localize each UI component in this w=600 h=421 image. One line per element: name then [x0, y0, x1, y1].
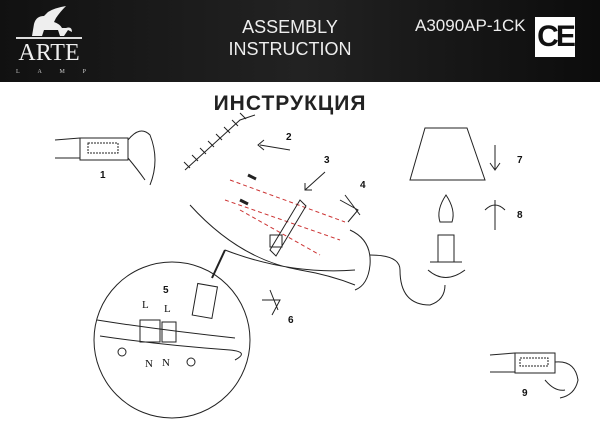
instruction-heading: ИНСТРУКЦИЯ — [213, 92, 367, 115]
junction-box — [191, 282, 219, 320]
step-1-label: 1 — [100, 170, 106, 181]
step-8-label: 8 — [517, 210, 523, 221]
ground-icon — [186, 357, 196, 367]
brand-sub-letter: L — [16, 69, 20, 75]
mounting-plate — [269, 199, 307, 257]
screwdriver-icon — [339, 194, 361, 223]
wall-lamp-arm — [189, 204, 466, 306]
winged-lion-icon — [16, 6, 82, 39]
connector-icon — [269, 234, 283, 248]
step-3-label: 3 — [324, 155, 330, 166]
arrow-icon — [257, 139, 291, 151]
terminal-block — [139, 319, 161, 343]
brand-sub-letter: A — [37, 69, 42, 75]
live-label: L — [164, 303, 171, 315]
step-6-label: 6 — [288, 315, 294, 326]
assembly-diagram: 1 2 3 4 7 8 6 5 L L N N — [54, 112, 579, 419]
terminal-block-illustration — [489, 352, 579, 399]
document-title: ASSEMBLY INSTRUCTION — [200, 16, 380, 60]
mounting-guides — [224, 179, 346, 256]
step-2-label: 2 — [286, 132, 292, 143]
screwdriver-icon — [262, 289, 281, 316]
live-label: L — [142, 299, 149, 311]
rotate-arrow-icon — [484, 200, 506, 230]
step-4-label: 4 — [360, 180, 366, 191]
step-7-label: 7 — [517, 155, 523, 166]
wall-plug-icon — [239, 173, 257, 206]
brand-sub-letter: P — [82, 69, 86, 75]
terminal-block — [161, 321, 177, 343]
arrow-down-icon — [489, 145, 501, 171]
neutral-label: N — [145, 358, 153, 370]
brand-sub-letter: M — [59, 69, 65, 75]
ce-mark-icon: CE — [535, 17, 576, 57]
wiring-detail-circle — [93, 261, 251, 419]
ground-icon — [117, 347, 127, 357]
wall-hatching — [183, 112, 256, 171]
step-9-label: 9 — [522, 388, 528, 399]
neutral-label: N — [162, 357, 170, 369]
step-5-label: 5 — [163, 285, 169, 296]
brand-subtitle: L A M P — [16, 69, 86, 75]
model-number: A3090AP-1CK — [415, 16, 526, 35]
terminal-block-illustration — [54, 130, 156, 186]
arrow-icon — [211, 249, 226, 279]
arte-lamp-logo: ARTE L A M P — [14, 6, 86, 80]
brand-name: ARTE — [18, 40, 80, 66]
cable — [96, 319, 242, 361]
bulb-icon — [438, 194, 454, 223]
title-line-2: INSTRUCTION — [228, 39, 352, 59]
header-bar: ARTE L A M P ASSEMBLY INSTRUCTION A3090A… — [0, 0, 600, 82]
lamp-shade — [409, 127, 486, 181]
title-line-1: ASSEMBLY — [242, 17, 338, 37]
arrow-icon — [304, 171, 326, 191]
